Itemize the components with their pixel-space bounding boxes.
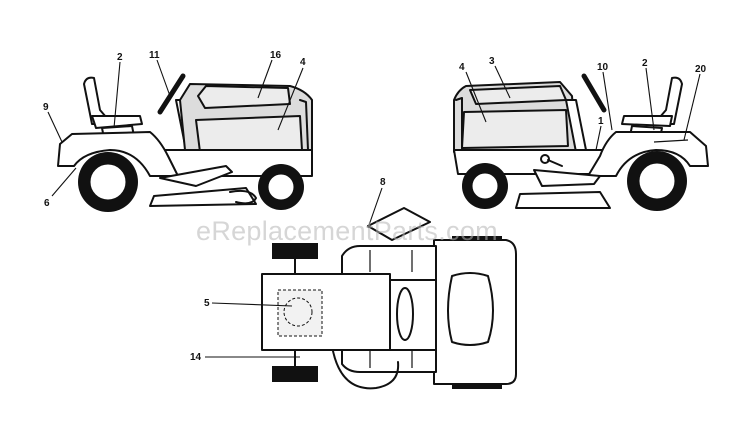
left-rear-hub [89,163,127,201]
top-decal-area [277,289,323,337]
right-seat [621,115,673,127]
top-hood-vent [447,272,494,346]
callout-4-right: 4 [459,62,465,73]
right-tractor-callouts: 4 3 10 2 20 1 [459,56,707,151]
right-deck-lever [547,159,563,167]
right-front-hub [471,172,499,200]
left-hood-top [197,85,291,109]
callout-9: 9 [43,102,49,113]
watermark-text: eReplacementParts.com [196,216,498,246]
callout-14: 14 [190,352,202,363]
right-lever-knob [540,154,550,164]
left-rear-fender [57,131,179,177]
left-seat [91,115,143,129]
top-decal-circle [283,297,313,327]
top-deck-curve [331,345,400,390]
top-rear-tire-upper [272,243,318,259]
right-rear-hub [638,162,676,200]
top-steering-ellipse [396,287,414,341]
left-tractor-callouts: 2 11 16 4 9 6 [43,50,306,209]
right-grille [455,97,463,151]
right-deck-arm [533,169,601,187]
top-rear-tire-lower [272,366,318,382]
right-tractor-side-view [453,73,709,211]
callout-5: 5 [204,298,210,309]
right-mower-deck [515,191,611,209]
callout-11: 11 [149,50,160,61]
left-hood-side-panel [195,115,303,153]
left-tractor-side-view [57,73,313,212]
top-steering-plate [367,207,431,241]
right-hood-top [469,85,567,105]
callout-1: 1 [598,116,604,127]
right-rear-fender [587,131,709,177]
callout-2-right: 2 [642,58,648,69]
left-deck-chute [229,189,257,205]
callout-3: 3 [489,56,495,67]
callout-2-left: 2 [117,52,123,63]
callout-6: 6 [44,198,50,209]
top-view-tractor [261,207,517,390]
steering-wheel [157,73,186,115]
callout-10: 10 [597,62,609,73]
top-view-callouts: 8 5 14 [190,177,386,363]
right-fender-decal-strip [653,139,689,143]
left-front-hub [267,173,295,201]
callout-8: 8 [380,177,386,188]
callout-4-left: 4 [300,57,306,68]
callout-16: 16 [270,50,282,61]
right-steering-wheel [581,73,607,113]
left-deck-lever [159,165,233,187]
right-hood-side-panel [461,109,569,149]
callout-20: 20 [695,64,707,75]
